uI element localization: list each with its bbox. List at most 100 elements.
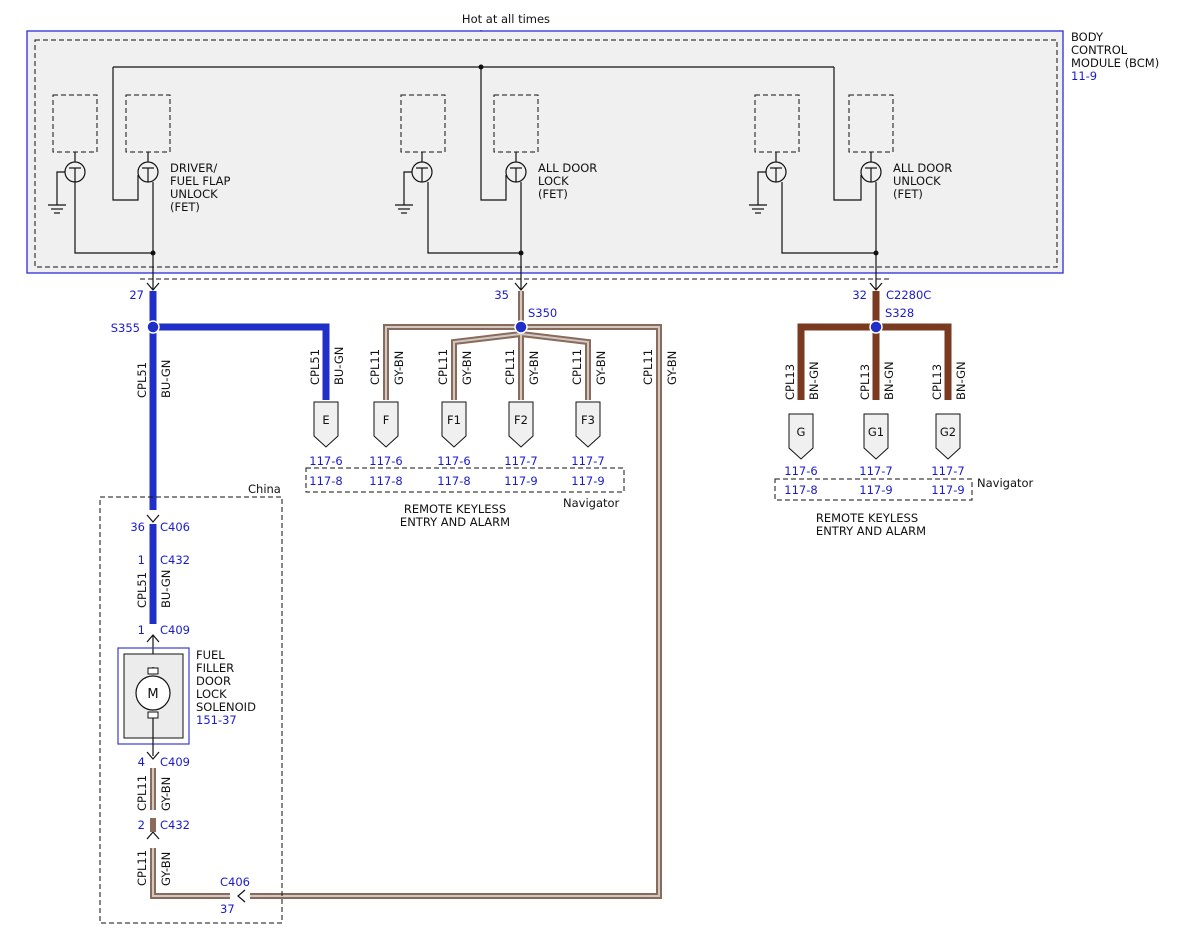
pin-1: 1 xyxy=(138,553,145,567)
ref-link[interactable]: 117-8 xyxy=(309,474,342,488)
splice-s328: S328 xyxy=(885,306,914,320)
color-bu-gn: BU-GN xyxy=(159,360,173,398)
ref-link[interactable]: 117-7 xyxy=(931,464,964,478)
fet-lock-label-2: LOCK xyxy=(538,174,569,188)
circuit-cpl51: CPL51 xyxy=(308,349,322,385)
color-gy-bn: GY-BN xyxy=(159,777,173,811)
fet-driver-label-3: UNLOCK xyxy=(170,187,218,201)
ref-link[interactable]: 117-7 xyxy=(859,464,892,478)
splice-s355: S355 xyxy=(111,321,140,335)
circuit-cpl11: CPL11 xyxy=(135,775,149,811)
navigator-box xyxy=(305,467,625,493)
connector-c409: C409 xyxy=(160,755,190,769)
connector-tab: G1 xyxy=(863,413,889,460)
circuit-cpl11: CPL11 xyxy=(436,349,450,385)
bcm-label-2: CONTROL xyxy=(1071,43,1128,57)
connector-arrow-icon xyxy=(146,831,160,840)
connector-label: G2 xyxy=(940,425,956,439)
ref-link[interactable]: 117-7 xyxy=(571,454,604,468)
ref-link[interactable]: 117-8 xyxy=(784,483,817,497)
connector-arrow-icon xyxy=(146,634,160,643)
wire-bn-gn xyxy=(797,291,952,400)
circuit-cpl11: CPL11 xyxy=(503,349,517,385)
circuit-cpl11: CPL11 xyxy=(641,349,655,385)
connector-arrow-icon xyxy=(146,514,160,523)
connector-label: E xyxy=(322,413,329,427)
fet-lock-label-3: (FET) xyxy=(538,187,568,201)
fet-lock-label-1: ALL DOOR xyxy=(538,161,597,175)
pin-32: 32 xyxy=(852,288,867,302)
solenoid-ref[interactable]: 151-37 xyxy=(196,713,237,727)
pin-27: 27 xyxy=(129,288,144,302)
rke-right-connectors: G G1 G2 117-6 117-7 117-7 117-8 117-9 11… xyxy=(774,413,1034,538)
ref-link[interactable]: 117-9 xyxy=(931,483,964,497)
color-gy-bn: GY-BN xyxy=(460,351,474,385)
bcm-ref: 11-9 xyxy=(1071,69,1097,83)
ref-link[interactable]: 117-6 xyxy=(309,454,342,468)
circuit-cpl51: CPL51 xyxy=(135,572,149,608)
solenoid-label-4: LOCK xyxy=(196,687,227,701)
ref-link[interactable]: 117-7 xyxy=(504,454,537,468)
connector-arrow-icon xyxy=(869,282,883,291)
connector-label: F1 xyxy=(447,413,461,427)
ref-link[interactable]: 117-9 xyxy=(504,474,537,488)
circuit-cpl11: CPL11 xyxy=(570,349,584,385)
ref-link[interactable]: 117-9 xyxy=(571,474,604,488)
rke-title-2: ENTRY AND ALARM xyxy=(816,524,926,538)
color-bn-gn: BN-GN xyxy=(882,361,896,400)
connector-tab: F3 xyxy=(575,401,601,448)
solenoid-label-1: FUEL xyxy=(196,648,225,662)
ref-link[interactable]: 117-8 xyxy=(437,474,470,488)
pin-4: 4 xyxy=(138,755,145,769)
connector-label: G1 xyxy=(868,425,884,439)
fet-driver-label-4: (FET) xyxy=(170,200,200,214)
connector-tab: E xyxy=(313,401,339,448)
fet-unlock-label-1: ALL DOOR xyxy=(893,161,952,175)
connector-label: G xyxy=(797,425,806,439)
motor-label: M xyxy=(147,687,158,702)
fet-control-box xyxy=(400,94,446,153)
wire-gy-bn xyxy=(150,291,662,899)
color-gy-bn: GY-BN xyxy=(665,351,679,385)
connector-tab: F xyxy=(373,401,399,448)
circuit-cpl51: CPL51 xyxy=(135,362,149,398)
fet-driver-label-1: DRIVER/ xyxy=(170,161,217,175)
connector-arrow-icon xyxy=(237,889,246,903)
connector-tab: F1 xyxy=(441,401,467,448)
solenoid-label-3: DOOR xyxy=(196,674,231,688)
connector-arrow-icon xyxy=(146,751,160,760)
connector-label: F2 xyxy=(514,413,528,427)
connector-c2280c: C2280C xyxy=(886,288,931,302)
connector-c409: C409 xyxy=(160,623,190,637)
connector-c406: C406 xyxy=(160,520,190,534)
fet-group-unlock: ALL DOOR UNLOCK (FET) xyxy=(749,67,952,290)
splice-s350: S350 xyxy=(528,306,557,320)
connector-tab: G2 xyxy=(935,413,961,460)
china-label: China xyxy=(248,482,281,496)
circuit-cpl13: CPL13 xyxy=(858,364,872,400)
circuit-cpl13: CPL13 xyxy=(930,364,944,400)
color-gy-bn: GY-BN xyxy=(392,351,406,385)
rke-left-connectors: E F F1 F2 F3 117-6 117-6 117-6 117-7 117… xyxy=(305,401,625,529)
circuit-labels: CPL51 BU-GN CPL51 BU-GN CPL11 GY-BN CPL1… xyxy=(135,347,968,886)
china-region: China 36 C406 1 C432 1 C409 M FUEL FILLE… xyxy=(99,482,283,924)
circuit-cpl11: CPL11 xyxy=(135,850,149,886)
pin-36: 36 xyxy=(130,520,145,534)
connector-c432: C432 xyxy=(160,553,190,567)
rke-title-1: REMOTE KEYLESS xyxy=(816,511,918,525)
ref-link[interactable]: 117-8 xyxy=(369,474,402,488)
fet-group-lock: ALL DOOR LOCK (FET) xyxy=(395,67,597,290)
color-bn-gn: BN-GN xyxy=(954,361,968,400)
circuit-cpl11: CPL11 xyxy=(368,349,382,385)
china-outline xyxy=(99,496,283,924)
navigator-box xyxy=(774,478,973,501)
ref-link[interactable]: 117-6 xyxy=(437,454,470,468)
pin-37: 37 xyxy=(220,902,235,916)
pin-2: 2 xyxy=(138,818,145,832)
color-gy-bn: GY-BN xyxy=(527,351,541,385)
color-gy-bn: GY-BN xyxy=(594,351,608,385)
pin-1: 1 xyxy=(138,623,145,637)
ref-link[interactable]: 117-9 xyxy=(859,483,892,497)
ref-link[interactable]: 117-6 xyxy=(784,464,817,478)
ref-link[interactable]: 117-6 xyxy=(369,454,402,468)
